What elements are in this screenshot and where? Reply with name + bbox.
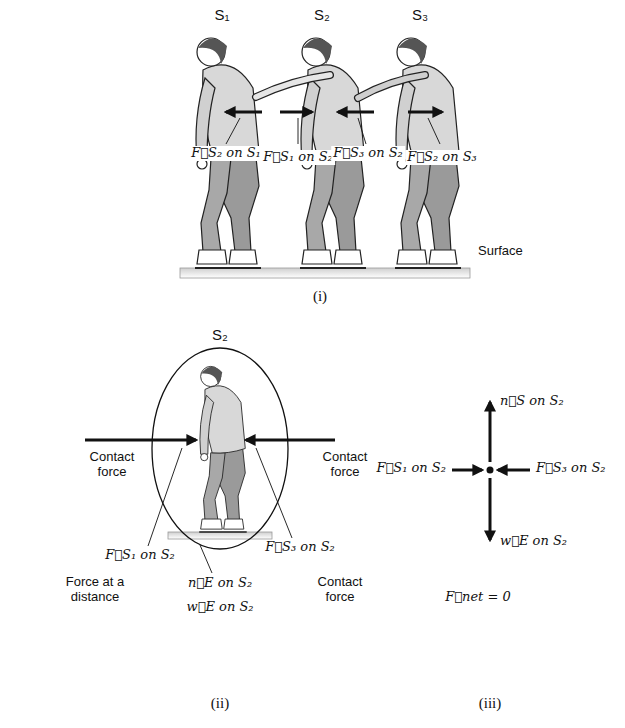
- panel-label: (ii): [211, 695, 229, 712]
- boundary-ellipse: [152, 348, 288, 549]
- force-type-label: Contact force: [80, 450, 144, 480]
- skaters-panel-i-part: [256, 75, 330, 97]
- skaters-panel-i-part: [180, 268, 470, 278]
- force-label: n⃗E on S₂: [186, 576, 254, 591]
- leader-lines-part: [200, 545, 212, 573]
- force-label: F⃗S₁ on S₂: [261, 150, 335, 165]
- force-arrows-panel-i-part: [408, 111, 442, 114]
- force-arrows-panel-ii-part: [85, 439, 196, 442]
- force-arrows-panel-i-part: [280, 111, 312, 114]
- panel-label: (i): [313, 288, 327, 305]
- leader-lines-part: [256, 448, 292, 538]
- boundary-outline: [150, 346, 290, 551]
- force-arrows-panel-ii-part: [246, 439, 335, 442]
- system-boundary: S₂: [150, 326, 290, 551]
- force-arrows-panel-i-part: [338, 111, 374, 114]
- force-label: F⃗S₁ on S₂: [103, 548, 177, 563]
- force-arrows-panel-i: [226, 111, 442, 114]
- skater-name: S₁: [214, 6, 229, 23]
- force-type-label: Force at a distance: [49, 575, 141, 605]
- free-body-diagram-part: [489, 402, 492, 462]
- skaters-panel-i-part: [358, 75, 425, 98]
- leader-lines-part: [298, 118, 299, 144]
- surface-label: Surface: [478, 244, 523, 259]
- leader-lines-part: [428, 118, 440, 144]
- force-label: w⃗E on S₂: [498, 534, 569, 549]
- force-label: F⃗S₂ on S₃: [405, 150, 479, 165]
- skater-name: S₃: [412, 6, 428, 23]
- leader-lines: [148, 118, 440, 573]
- force-type-label: Contact force: [308, 575, 372, 605]
- force-arrows-panel-ii: [85, 439, 335, 442]
- skaters-panel-i-part: [256, 75, 330, 97]
- system-name: S₂: [150, 326, 290, 344]
- force-label: F⃗S₁ on S₂: [374, 461, 448, 476]
- force-label: w⃗E on S₂: [185, 600, 256, 615]
- free-body-diagram-part: [489, 478, 492, 540]
- skaters-panel-i-part: [358, 75, 425, 98]
- skater-panel-ii: [168, 366, 272, 539]
- force-type-label: Contact force: [313, 450, 377, 480]
- free-body-diagram: [452, 402, 530, 540]
- force-arrows-panel-i-part: [226, 111, 262, 114]
- force-label: F⃗S₂ on S₁: [189, 146, 263, 161]
- force-label: n⃗S on S₂: [498, 394, 566, 409]
- free-body-diagram-part: [452, 469, 482, 472]
- force-label: F⃗S₃ on S₂: [331, 146, 405, 161]
- skater-panel-ii-part: [199, 366, 247, 532]
- free-body-diagram-part: [498, 469, 530, 472]
- skater-name: S₂: [314, 6, 330, 23]
- force-label: F⃗S₃ on S₂: [534, 461, 608, 476]
- panel-label: (iii): [479, 695, 502, 712]
- force-label: F⃗S₃ on S₂: [263, 540, 337, 555]
- free-body-diagram-part: [487, 467, 494, 474]
- leader-lines-part: [358, 118, 366, 144]
- leader-lines-part: [226, 118, 240, 144]
- net-force-label: F⃗net = 0: [443, 590, 513, 605]
